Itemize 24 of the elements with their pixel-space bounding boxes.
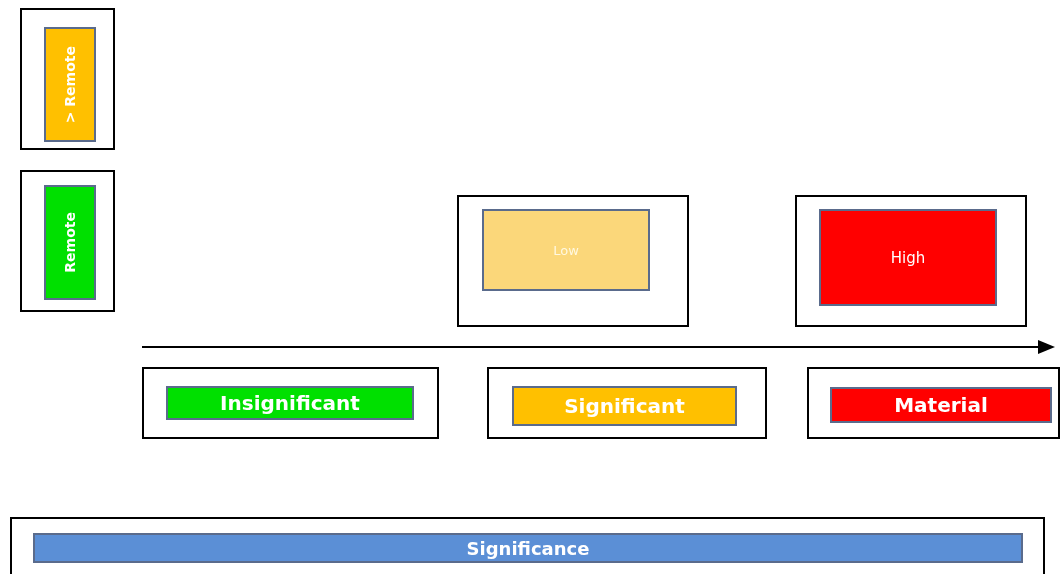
box-label: > Remote xyxy=(62,45,78,124)
outline-frame xyxy=(10,517,1045,574)
outline-frame xyxy=(142,367,439,439)
outline-frame xyxy=(807,367,1060,439)
box-label: High xyxy=(890,248,926,267)
label-box xyxy=(44,185,96,300)
outline-frame xyxy=(795,195,1027,327)
outline-frame xyxy=(20,170,115,312)
box-label: Remote xyxy=(62,212,78,273)
outline-frame xyxy=(457,195,689,327)
box-label: Significant xyxy=(564,394,685,418)
box-label: Material xyxy=(894,393,988,417)
label-box xyxy=(44,27,96,142)
outline-frame xyxy=(487,367,767,439)
label-box xyxy=(512,386,737,426)
label-box xyxy=(166,386,414,420)
label-box xyxy=(830,387,1052,423)
box-label: Insignificant xyxy=(220,391,360,415)
label-box xyxy=(482,209,650,291)
box-label: Significance xyxy=(466,537,590,559)
label-box xyxy=(33,533,1023,563)
box-label: Low xyxy=(553,242,579,258)
outline-frame xyxy=(20,8,115,150)
label-box xyxy=(819,209,997,306)
